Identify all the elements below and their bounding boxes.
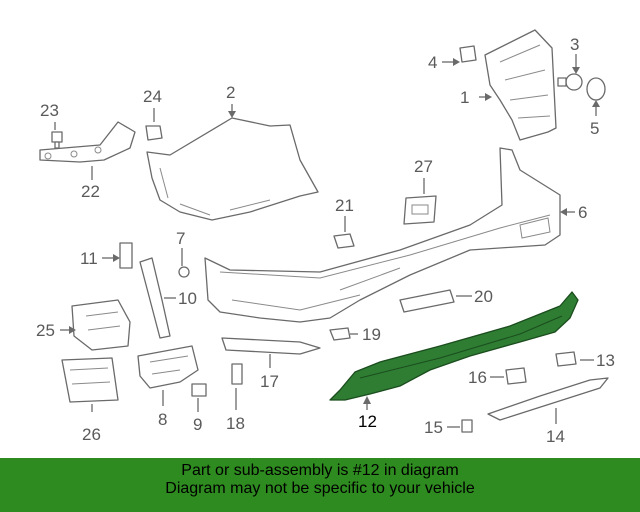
callout-12: 12 (358, 412, 377, 431)
banner-line-1: Part or sub-assembly is #12 in diagram (181, 462, 459, 479)
callout-2: 2 (226, 83, 235, 102)
part-22-bracket (39, 121, 136, 163)
part-5-ring (586, 77, 606, 101)
part-19-clip (329, 327, 351, 341)
part-23-bolt (51, 131, 63, 149)
callout-23: 23 (40, 101, 59, 120)
part-1-bracket (484, 29, 557, 141)
callout-9: 9 (193, 415, 202, 434)
part-17-strip (221, 337, 321, 355)
callout-20: 20 (474, 287, 493, 306)
part-2-liner (146, 117, 319, 221)
callout-27: 27 (414, 157, 433, 176)
part-7-screw (178, 266, 190, 278)
callout-10: 10 (178, 289, 197, 308)
part-12-valance (329, 291, 579, 401)
callout-11: 11 (80, 249, 98, 268)
callout-14: 14 (546, 427, 565, 446)
part-25-bracket (71, 299, 131, 351)
part-6-bumper-cover (204, 147, 561, 323)
part-18-screw (231, 363, 243, 385)
part-14-strip (487, 377, 609, 421)
part-21-clip (333, 233, 355, 249)
part-11-clip (119, 242, 133, 269)
part-26-bracket (61, 357, 119, 403)
part-13-clip (555, 351, 577, 367)
callout-17: 17 (260, 372, 279, 391)
callout-8: 8 (158, 410, 167, 429)
callout-24: 24 (143, 87, 162, 106)
part-27-bracket (403, 195, 437, 225)
part-9-clip (191, 383, 207, 397)
part-20-reflector (399, 289, 455, 313)
callout-21: 21 (335, 196, 354, 215)
callout-6: 6 (578, 203, 587, 222)
part-8-bracket (137, 345, 199, 389)
callout-15: 15 (424, 418, 443, 437)
callout-1: 1 (460, 88, 469, 107)
part-24-nut (145, 125, 163, 141)
part-3-bolt (557, 73, 583, 91)
callout-7: 7 (176, 229, 185, 248)
part-15-screw (461, 419, 473, 433)
part-10-strip (139, 257, 171, 339)
callout-22: 22 (81, 182, 100, 201)
part-4-clip (459, 45, 477, 63)
callout-5: 5 (590, 119, 599, 138)
parts-diagram: 1 2 3 4 5 6 7 8 9 10 11 12 13 14 15 16 1… (36, 29, 615, 446)
fitment-banner: Part or sub-assembly is #12 in diagram D… (0, 458, 640, 512)
callout-4: 4 (428, 53, 437, 72)
callout-19: 19 (362, 325, 381, 344)
callout-3: 3 (570, 35, 579, 54)
callout-16: 16 (468, 368, 487, 387)
leader-lines (54, 54, 600, 428)
banner-line-2: Diagram may not be specific to your vehi… (165, 480, 475, 497)
callout-13: 13 (596, 351, 615, 370)
callout-25: 25 (36, 321, 55, 340)
callout-26: 26 (82, 425, 101, 444)
callout-18: 18 (226, 414, 245, 433)
part-16-clip (505, 367, 527, 385)
